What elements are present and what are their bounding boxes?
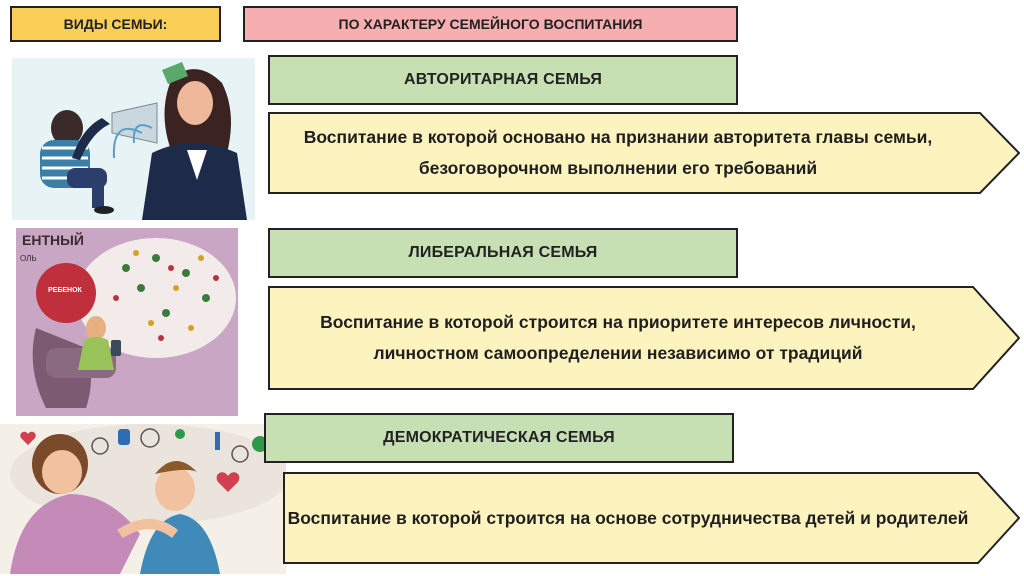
liberal-illustration: ЕНТНЫЙ ОЛЬ РЕБЕНОК	[16, 228, 238, 416]
description-democratic: Воспитание в которой строится на основе …	[287, 507, 969, 528]
authoritarian-illustration	[12, 58, 255, 220]
liberal-partial-title: ЕНТНЫЙ	[22, 232, 84, 248]
description-arrow-authoritarian: Воспитание в которой основано на признан…	[268, 112, 1020, 194]
description-arrow-democratic: Воспитание в которой строится на основе …	[283, 472, 1020, 564]
arrow-shape	[268, 112, 1020, 194]
arrow-shape	[268, 286, 1020, 390]
arrow-shape	[283, 472, 1020, 564]
family-title-authoritarian: АВТОРИТАРНАЯ СЕМЬЯ	[268, 55, 738, 105]
description-liberal: Воспитание в которой строится на приорит…	[320, 312, 916, 363]
liberal-partial-subtitle: ОЛЬ	[20, 254, 37, 263]
description-authoritarian: Воспитание в которой основано на признан…	[303, 127, 933, 178]
family-title-liberal: ЛИБЕРАЛЬНАЯ СЕМЬЯ	[268, 228, 738, 278]
family-title-democratic: ДЕМОКРАТИЧЕСКАЯ СЕМЬЯ	[264, 413, 734, 463]
upbringing-character-label: ПО ХАРАКТЕРУ СЕМЕЙНОГО ВОСПИТАНИЯ	[243, 6, 738, 42]
family-types-label: ВИДЫ СЕМЬИ:	[10, 6, 221, 42]
child-badge: РЕБЕНОК	[48, 287, 82, 294]
description-arrow-liberal: Воспитание в которой строится на приорит…	[268, 286, 1020, 390]
democratic-illustration	[0, 424, 286, 574]
